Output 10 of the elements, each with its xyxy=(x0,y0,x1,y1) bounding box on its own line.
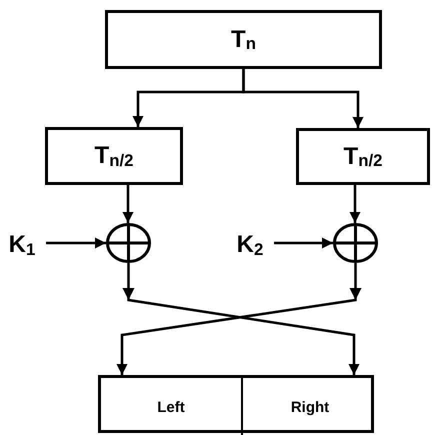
register-half: Left xyxy=(101,378,241,435)
process-box: T$_{n/2}$ xyxy=(296,128,430,185)
process-box: T$_{n}$ xyxy=(105,10,382,69)
process-box: T$_{n/2}$ xyxy=(45,127,183,185)
key-label: K$_{2}$ xyxy=(232,230,268,260)
register-box xyxy=(98,375,374,433)
xor-symbol xyxy=(106,223,151,263)
key-label: K$_{1}$ xyxy=(4,230,40,260)
register-half: Right xyxy=(241,378,377,435)
xor-symbol xyxy=(333,223,378,263)
